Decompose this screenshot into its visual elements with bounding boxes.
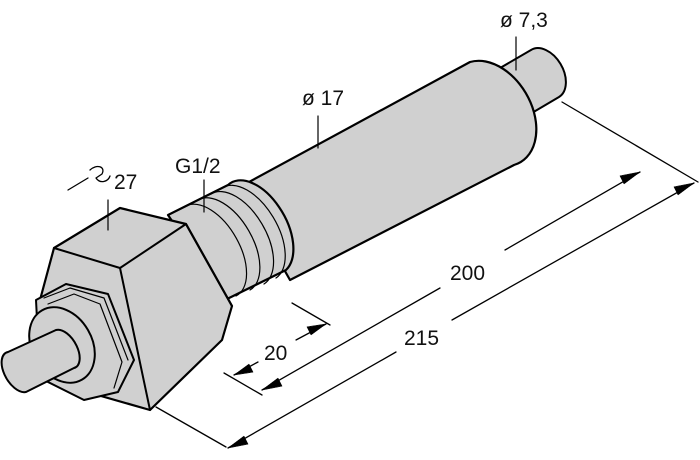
length-215-label: 215 [404,327,440,350]
thread-section [166,179,295,302]
thread-label: G1/2 [175,155,221,178]
wrench-size-label: 27 [114,171,138,194]
cylinder-body [236,59,538,282]
cable-diameter-label: ø 7,3 [500,9,548,32]
wrench-icon [67,165,111,191]
body-diameter-label: ø 17 [302,87,345,110]
cable-front [0,328,81,394]
length-200-label: 200 [450,262,486,285]
length-20-label: 20 [264,342,288,365]
